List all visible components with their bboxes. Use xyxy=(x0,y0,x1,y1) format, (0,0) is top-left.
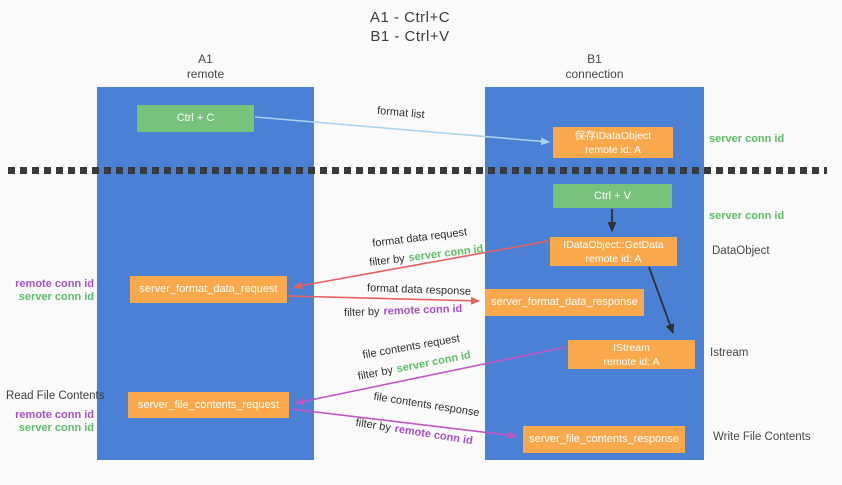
node-idataobject-getdata-line1: IDataObject::GetData xyxy=(563,238,664,251)
diagram-title: A1 - Ctrl+C B1 - Ctrl+V xyxy=(330,8,490,46)
node-istream: IStream remote id: A xyxy=(568,340,695,369)
lane-b1-name: B1 xyxy=(587,52,602,66)
node-istream-line2: remote id: A xyxy=(603,355,660,368)
remote-conn-id-text: remote conn id xyxy=(383,302,463,318)
title-line-1: A1 - Ctrl+C xyxy=(369,9,451,26)
node-server-format-data-response: server_format_data_response xyxy=(485,289,644,316)
node-save-idataobject-line2: remote id: A xyxy=(584,143,642,156)
node-istream-line1: IStream xyxy=(613,341,650,354)
lane-a1-role: remote xyxy=(186,67,225,81)
annotation-server-conn-id-2: server conn id xyxy=(18,422,94,434)
flow-label-file-contents-response: file contents response xyxy=(372,390,481,420)
lane-a1-name: A1 xyxy=(198,52,213,66)
node-idataobject-getdata-line2: remote id: A xyxy=(585,252,642,265)
annotation-dataobject: DataObject xyxy=(712,245,770,257)
annotation-server-conn-id-top: server conn id xyxy=(709,133,785,145)
annotation-server-conn-id-mid: server conn id xyxy=(709,210,785,222)
node-server-format-data-request-label: server_format_data_request xyxy=(139,283,278,295)
annotation-read-file-contents: Read File Contents xyxy=(6,390,105,402)
node-ctrl-v: Ctrl + V xyxy=(553,184,672,208)
node-save-idataobject: 保存IDataObject remote id: A xyxy=(553,127,673,158)
lane-b1-role: connection xyxy=(565,67,624,81)
server-conn-id-text: server conn id xyxy=(407,243,484,265)
remote-conn-id-text: remote conn id xyxy=(393,422,474,448)
phase-divider-dotted-line xyxy=(8,167,827,174)
filter-by-text: filter by xyxy=(356,364,395,383)
node-ctrl-v-label: Ctrl + V xyxy=(594,189,631,202)
node-server-file-contents-request-label: server_file_contents_request xyxy=(137,398,280,411)
node-server-file-contents-response: server_file_contents_response xyxy=(523,426,685,453)
node-ctrl-c: Ctrl + C xyxy=(137,105,254,132)
filter-by-text: filter by xyxy=(368,252,406,269)
annotation-remote-conn-id-1: remote conn id xyxy=(15,278,94,290)
title-line-2: B1 - Ctrl+V xyxy=(370,28,450,45)
lane-header-a1: A1 remote xyxy=(97,52,314,82)
annotation-remote-conn-id-2: remote conn id xyxy=(15,409,94,421)
annotation-istream: Istream xyxy=(710,347,749,359)
filter-by-text: filter by xyxy=(354,416,392,435)
node-idataobject-getdata: IDataObject::GetData remote id: A xyxy=(550,237,677,266)
flow-label-format-data-response: format data response xyxy=(366,282,472,298)
node-server-file-contents-request: server_file_contents_request xyxy=(128,392,289,418)
node-server-format-data-response-label: server_format_data_response xyxy=(491,296,638,308)
node-save-idataobject-line1: 保存IDataObject xyxy=(574,129,652,142)
node-server-file-contents-response-label: server_file_contents_response xyxy=(529,433,679,445)
node-server-format-data-request: server_format_data_request xyxy=(130,276,287,303)
node-ctrl-c-label: Ctrl + C xyxy=(176,112,215,124)
annotation-server-conn-id-1: server conn id xyxy=(18,291,94,303)
filter-by-text: filter by xyxy=(343,305,380,320)
lane-header-b1: B1 connection xyxy=(485,52,704,82)
flow-label-format-list: format list xyxy=(376,104,426,122)
annotation-write-file-contents: Write File Contents xyxy=(713,431,811,443)
